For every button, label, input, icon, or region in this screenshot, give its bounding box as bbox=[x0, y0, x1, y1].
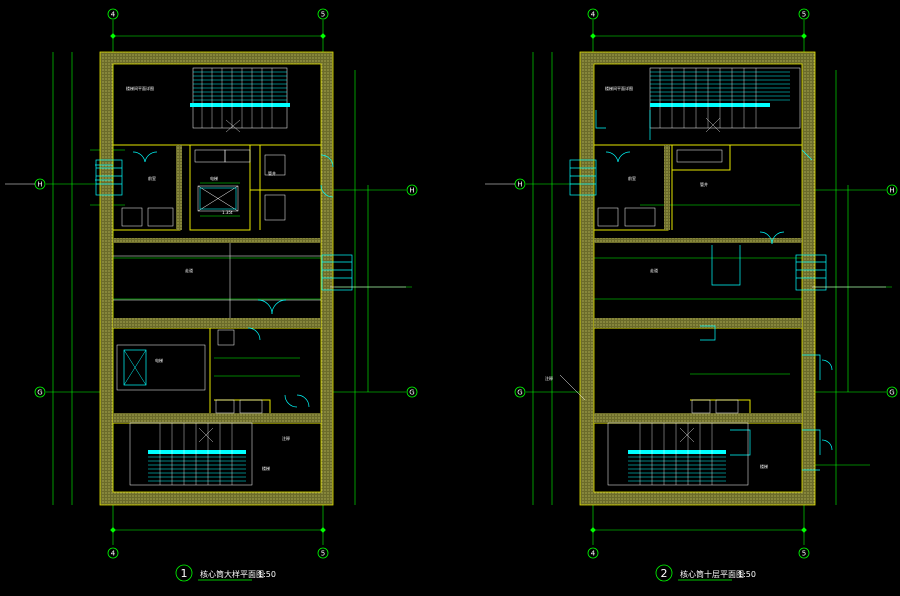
interior-walls bbox=[594, 144, 802, 424]
stair-bottom: 楼梯 bbox=[607, 422, 768, 486]
drawing-title-2: 2 核心筒十层平面图 1:50 bbox=[655, 564, 756, 582]
elevator-top bbox=[199, 187, 237, 210]
axis-label: 5 bbox=[802, 550, 806, 558]
axis-marker-bottom-right: 5 bbox=[317, 547, 329, 559]
leader-lines bbox=[5, 183, 406, 288]
axis-label: 5 bbox=[321, 11, 325, 19]
axis-label: 4 bbox=[591, 550, 596, 558]
axis-marker-right-g: G bbox=[406, 386, 418, 398]
axis-label: 4 bbox=[111, 550, 116, 558]
drawing-title: 核心筒大样平面图 bbox=[200, 569, 264, 579]
axis-marker-top-right: 5 bbox=[317, 8, 329, 20]
drawing-title-1: 1 核心筒大样平面图 1:50 bbox=[175, 564, 276, 582]
room-label: 管井 bbox=[268, 170, 276, 176]
room-label: 电梯 bbox=[155, 357, 163, 363]
room-label: 注释 bbox=[282, 435, 290, 441]
axis-label: G bbox=[889, 389, 894, 397]
axis-marker-top-left: 4 bbox=[107, 8, 119, 20]
room-label: 1.35t bbox=[222, 210, 233, 215]
axis-marker-right-g: G bbox=[886, 386, 898, 398]
drawing-scale: 1:50 bbox=[258, 570, 276, 579]
axis-label: 5 bbox=[321, 550, 325, 558]
axis-marker-right-h: H bbox=[406, 184, 418, 196]
room-label: 楼梯 bbox=[760, 463, 768, 469]
elevator-bottom: 电梯 bbox=[116, 344, 206, 391]
plan-drawing-2: 4 5 4 5 H G H G bbox=[485, 8, 898, 582]
axis-label: 5 bbox=[802, 11, 806, 19]
axis-marker-bottom-right: 5 bbox=[798, 547, 810, 559]
axis-label: H bbox=[409, 187, 414, 195]
axis-label: H bbox=[517, 181, 522, 189]
room-label: 楼梯间平面详图 bbox=[605, 85, 633, 91]
room-label: 走道 bbox=[650, 267, 658, 273]
room-label: 楼梯间平面详图 bbox=[126, 85, 154, 91]
axis-marker-bottom-left: 4 bbox=[587, 547, 599, 559]
doors bbox=[569, 110, 833, 471]
dimension-ticks bbox=[110, 33, 326, 533]
axis-marker-top-left: 4 bbox=[587, 8, 599, 20]
drawing-scale: 1:50 bbox=[738, 570, 756, 579]
axis-marker-left-h: H bbox=[34, 178, 46, 190]
plan-drawing-1: 4 5 4 5 H G H G bbox=[5, 8, 418, 582]
drawing-title: 核心筒十层平面图 bbox=[680, 569, 744, 579]
fixtures-bottom bbox=[215, 329, 263, 414]
stair-top: 楼梯间平面详图 bbox=[126, 67, 290, 133]
axis-label: 4 bbox=[111, 11, 116, 19]
axis-marker-right-h: H bbox=[886, 184, 898, 196]
drawing-number: 2 bbox=[661, 567, 668, 580]
dimension-ticks bbox=[590, 33, 807, 533]
axis-marker-bottom-left: 4 bbox=[107, 547, 119, 559]
room-label: 前室 bbox=[148, 175, 156, 181]
drawing-number: 1 bbox=[181, 567, 188, 580]
room-label: 走道 bbox=[185, 267, 193, 273]
outer-walls bbox=[579, 51, 816, 506]
axis-label: H bbox=[889, 187, 894, 195]
corridor bbox=[113, 243, 321, 318]
doors-corridor bbox=[95, 159, 353, 315]
doors-bottom bbox=[247, 327, 310, 408]
axis-marker-left-g: G bbox=[34, 386, 46, 398]
room-label: 楼梯 bbox=[262, 465, 270, 471]
interior-walls bbox=[113, 144, 321, 424]
fixtures-top bbox=[121, 149, 286, 227]
axis-label: G bbox=[37, 389, 42, 397]
wall-fills bbox=[113, 145, 321, 423]
axis-marker-left-g: G bbox=[514, 386, 526, 398]
fixtures bbox=[597, 149, 739, 414]
axis-label: G bbox=[517, 389, 522, 397]
leader-lines bbox=[485, 183, 886, 401]
room-label: 电梯 bbox=[210, 175, 218, 181]
stair-top: 楼梯间平面详图 bbox=[605, 67, 801, 133]
axis-label: G bbox=[409, 389, 414, 397]
axis-marker-left-h: H bbox=[514, 178, 526, 190]
axis-label: H bbox=[37, 181, 42, 189]
outer-walls bbox=[99, 51, 334, 506]
room-label: 注释 bbox=[545, 375, 553, 381]
axis-marker-top-right: 5 bbox=[798, 8, 810, 20]
room-label: 管井 bbox=[700, 181, 708, 187]
room-label: 前室 bbox=[628, 175, 636, 181]
wall-fills bbox=[594, 145, 802, 423]
axis-label: 4 bbox=[591, 11, 596, 19]
doors-top bbox=[95, 151, 334, 198]
stair-bottom: 楼梯 bbox=[129, 422, 270, 486]
